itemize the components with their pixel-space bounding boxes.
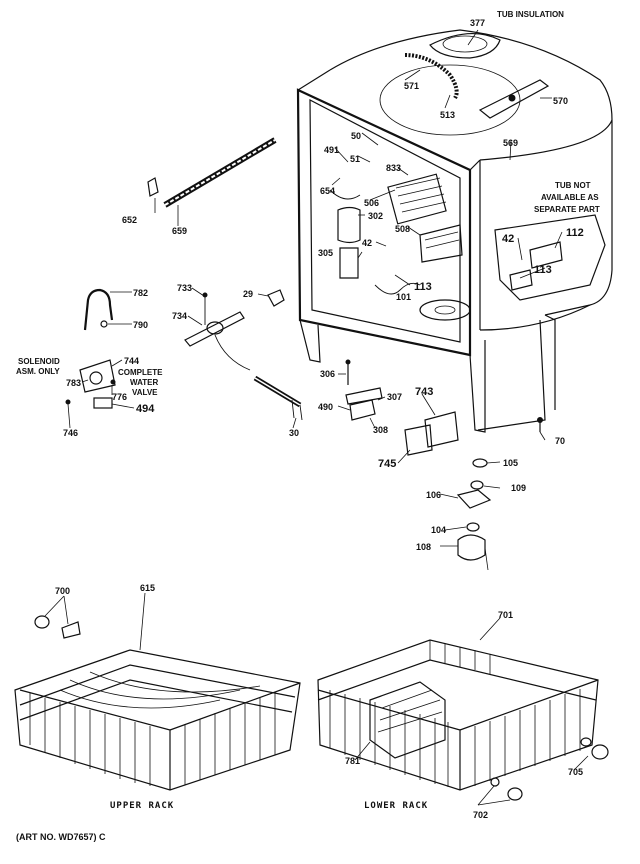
caption-upper-rack: UPPER RACK (110, 801, 174, 811)
label-302: 302 (368, 211, 383, 221)
label-745: 745 (378, 458, 396, 470)
callout-labels: 377 TUB INSULATION 571 513 570 50 491 51… (16, 10, 600, 842)
label-569: 569 (503, 138, 518, 148)
label-790: 790 (133, 320, 148, 330)
label-491: 491 (324, 145, 339, 155)
label-506: 506 (364, 198, 379, 208)
label-615: 615 (140, 583, 155, 593)
label-50: 50 (351, 131, 361, 141)
label-30: 30 (289, 428, 299, 438)
label-654: 654 (320, 186, 335, 196)
label-570: 570 (553, 96, 568, 106)
label-508: 508 (395, 224, 410, 234)
label-307: 307 (387, 392, 402, 402)
label-106: 106 (426, 490, 441, 500)
label-743: 743 (415, 386, 433, 398)
label-complete-1: COMPLETE (118, 368, 163, 377)
label-490: 490 (318, 402, 333, 412)
label-108: 108 (416, 542, 431, 552)
label-solenoid-2: ASM. ONLY (16, 367, 60, 376)
label-tub-not-3: SEPARATE PART (534, 205, 600, 214)
label-42-a: 42 (362, 238, 372, 248)
caption-lower-rack: LOWER RACK (364, 801, 428, 811)
label-113-b: 113 (534, 264, 552, 276)
label-308: 308 (373, 425, 388, 435)
label-305: 305 (318, 248, 333, 258)
label-306: 306 (320, 369, 335, 379)
label-51: 51 (350, 154, 360, 164)
label-571: 571 (404, 81, 419, 91)
label-104: 104 (431, 525, 446, 535)
leader-lines (44, 29, 589, 806)
label-377: 377 (470, 18, 485, 28)
label-833: 833 (386, 163, 401, 173)
label-42-b: 42 (502, 233, 514, 245)
label-746: 746 (63, 428, 78, 438)
label-744: 744 (124, 356, 139, 366)
label-29: 29 (243, 289, 253, 299)
label-109: 109 (511, 483, 526, 493)
label-733: 733 (177, 283, 192, 293)
label-tub-not-1: TUB NOT (555, 181, 591, 190)
label-494: 494 (136, 403, 155, 415)
label-70: 70 (555, 436, 565, 446)
label-105: 105 (503, 458, 518, 468)
label-tub-insulation-1: TUB INSULATION (497, 10, 564, 19)
label-705: 705 (568, 767, 583, 777)
label-112: 112 (566, 227, 584, 239)
label-776: 776 (112, 392, 127, 402)
label-complete-2: WATER (130, 378, 159, 387)
label-652: 652 (122, 215, 137, 225)
label-734: 734 (172, 311, 187, 321)
caption-art-number: (ART NO. WD7657) C (16, 832, 106, 842)
label-781: 781 (345, 756, 360, 766)
label-702: 702 (473, 810, 488, 820)
label-701: 701 (498, 610, 513, 620)
tub-assembly (296, 29, 613, 433)
label-complete-3: VALVE (132, 388, 158, 397)
label-700: 700 (55, 586, 70, 596)
label-113-a: 113 (414, 281, 432, 293)
label-513: 513 (440, 110, 455, 120)
upper-rack (14, 615, 301, 791)
label-659: 659 (172, 226, 187, 236)
label-tub-not-2: AVAILABLE AS (541, 193, 599, 202)
label-solenoid-1: SOLENOID (18, 357, 60, 366)
lower-rack (317, 639, 609, 801)
label-783: 783 (66, 378, 81, 388)
left-components (65, 137, 543, 571)
label-101: 101 (396, 292, 411, 302)
label-782: 782 (133, 288, 148, 298)
